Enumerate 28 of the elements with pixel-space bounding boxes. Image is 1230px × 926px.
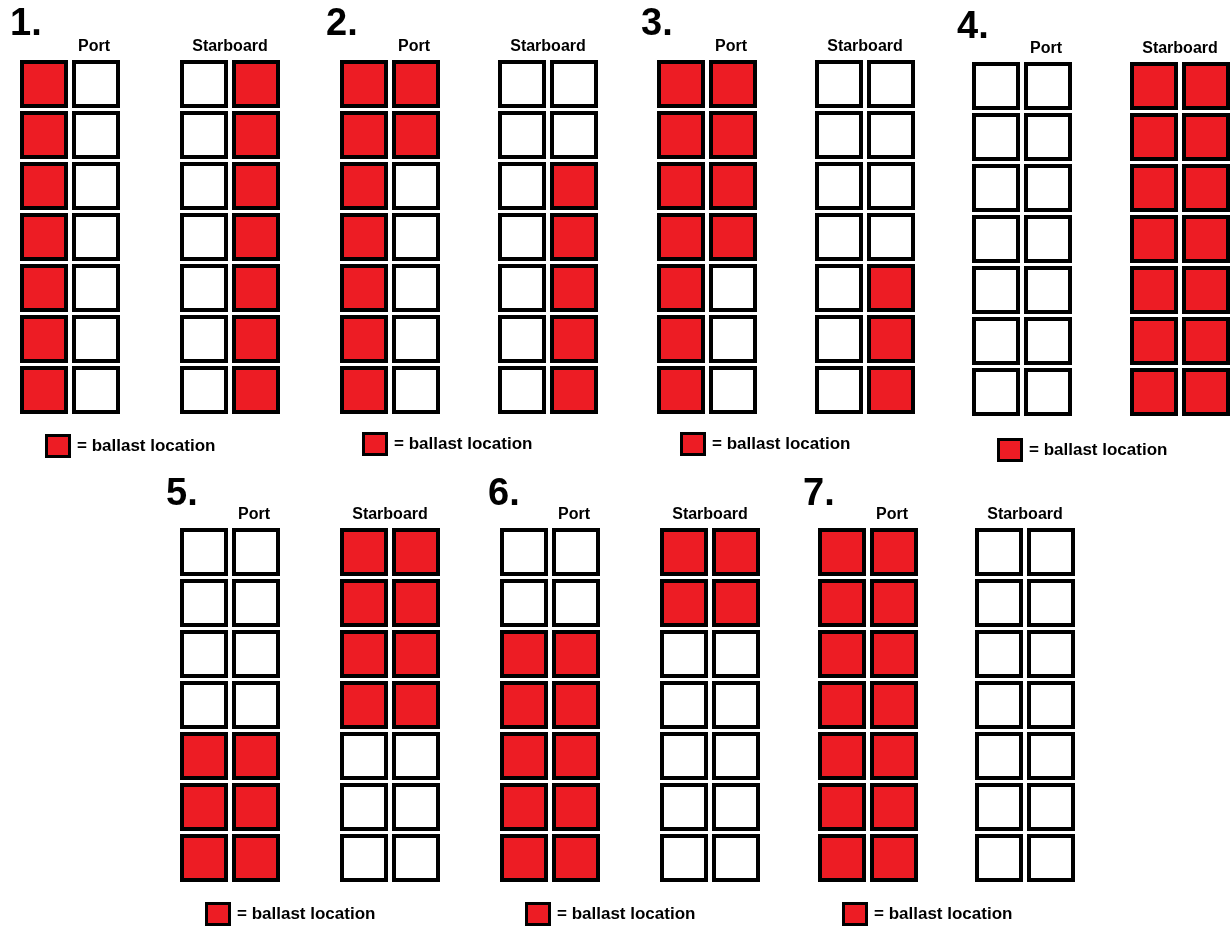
side-label: Port (398, 36, 430, 56)
side-label: Starboard (510, 36, 586, 56)
side-label: Port (558, 504, 590, 524)
side-label: Starboard (192, 36, 268, 56)
legend-text: = ballast location (557, 904, 696, 924)
legend-text: = ballast location (237, 904, 376, 924)
side-label: Port (78, 36, 110, 56)
legend-text: = ballast location (77, 436, 216, 456)
side-label: Starboard (827, 36, 903, 56)
legend-text: = ballast location (712, 434, 851, 454)
side-label: Starboard (352, 504, 428, 524)
side-label: Port (238, 504, 270, 524)
diagram-number: 4. (957, 5, 989, 45)
legend-text: = ballast location (874, 904, 1013, 924)
diagram-number: 6. (488, 472, 520, 512)
diagram-number: 2. (326, 2, 358, 42)
diagram-number: 5. (166, 472, 198, 512)
side-label: Port (715, 36, 747, 56)
side-label: Starboard (672, 504, 748, 524)
legend-text: = ballast location (1029, 440, 1168, 460)
side-label: Starboard (987, 504, 1063, 524)
side-label: Starboard (1142, 38, 1218, 58)
side-label: Port (876, 504, 908, 524)
side-label: Port (1030, 38, 1062, 58)
diagram-number: 7. (803, 472, 835, 512)
legend-text: = ballast location (394, 434, 533, 454)
diagram-number: 1. (10, 2, 42, 42)
diagram-number: 3. (641, 2, 673, 42)
